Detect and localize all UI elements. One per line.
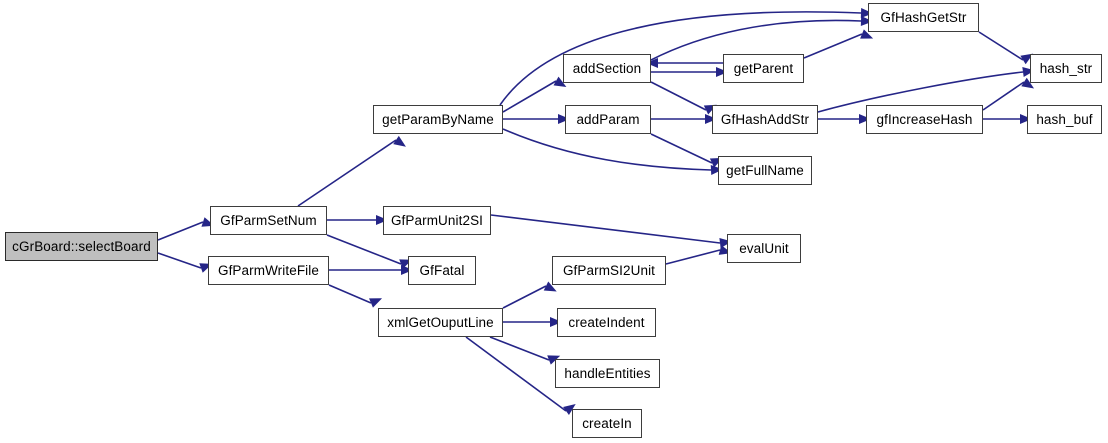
edge-GfParmSetNum-to-getParamByName	[297, 135, 406, 207]
graph-node-gfIncreaseHash[interactable]: gfIncreaseHash	[866, 105, 983, 134]
edge-GfParmSetNum-to-GfFatal	[326, 234, 413, 269]
graph-node-label: addSection	[572, 60, 642, 76]
edge-xmlGetOuputLine-to-handleEntities	[489, 336, 561, 365]
edge-addSection-to-GfHashAddStr	[650, 81, 717, 115]
edge-arrowhead	[369, 298, 383, 308]
graph-node-label: xmlGetOuputLine	[387, 314, 494, 330]
graph-node-hash_buf[interactable]: hash_buf	[1027, 105, 1102, 134]
graph-node-createIndent[interactable]: createIndent	[557, 308, 656, 337]
graph-node-label: addParam	[576, 111, 640, 127]
edge-GfHashAddStr-to-gfIncreaseHash	[818, 114, 871, 124]
edge-addSection-to-getParent	[651, 67, 728, 77]
graph-node-label: hash_str	[1039, 60, 1093, 76]
graph-node-GfParmSI2Unit[interactable]: GfParmSI2Unit	[552, 256, 666, 285]
graph-node-createIn[interactable]: createIn	[572, 409, 642, 438]
graph-node-label: GfParmSI2Unit	[562, 262, 656, 278]
graph-node-xmlGetOuputLine[interactable]: xmlGetOuputLine	[378, 308, 503, 337]
graph-node-GfParmSetNum[interactable]: GfParmSetNum	[210, 206, 327, 235]
graph-node-label: gfIncreaseHash	[876, 111, 973, 127]
graph-node-label: getFullName	[726, 162, 804, 178]
graph-node-label: cGrBoard::selectBoard	[12, 238, 151, 254]
graph-node-label: createIndent	[568, 314, 645, 330]
edge-getParamByName-to-addParam	[503, 114, 570, 124]
edge-GfParmWriteFile-to-xmlGetOuputLine	[328, 284, 383, 308]
edge-getParamByName-to-addSection	[502, 76, 567, 113]
edge-selectBoard-to-GfParmWriteFile	[157, 252, 213, 273]
graph-node-label: handleEntities	[564, 365, 651, 381]
edge-GfHashGetStr-to-hash_str	[978, 31, 1034, 65]
graph-node-GfParmWriteFile[interactable]: GfParmWriteFile	[208, 256, 329, 285]
graph-node-getFullName[interactable]: getFullName	[718, 156, 812, 185]
graph-node-label: GfHashAddStr	[720, 111, 810, 127]
graph-node-label: GfFatal	[419, 262, 465, 278]
graph-node-label: GfParmSetNum	[220, 212, 317, 228]
graph-node-label: getParamByName	[382, 111, 494, 127]
edge-getParent-to-addSection	[646, 58, 723, 68]
edge-gfIncreaseHash-to-hash_buf	[983, 114, 1032, 124]
graph-node-getParent[interactable]: getParent	[723, 54, 804, 83]
graph-node-label: evalUnit	[739, 240, 789, 256]
graph-node-label: getParent	[733, 60, 794, 76]
graph-node-label: hash_buf	[1036, 111, 1093, 127]
edge-GfParmSetNum-to-GfParmUnit2SI	[327, 215, 388, 225]
graph-node-GfHashAddStr[interactable]: GfHashAddStr	[712, 105, 818, 134]
graph-node-GfParmUnit2SI[interactable]: GfParmUnit2SI	[383, 206, 491, 235]
edge-GfParmSI2Unit-to-evalUnit	[665, 245, 732, 265]
edge-xmlGetOuputLine-to-GfParmSI2Unit	[502, 281, 557, 309]
graph-node-label: GfParmUnit2SI	[390, 212, 484, 228]
edge-GfParmWriteFile-to-GfFatal	[329, 265, 413, 275]
graph-node-getParamByName[interactable]: getParamByName	[373, 105, 503, 134]
graph-node-label: GfParmWriteFile	[217, 262, 319, 278]
edge-GfParmUnit2SI-to-evalUnit	[490, 214, 732, 248]
graph-node-label: GfHashGetStr	[880, 9, 967, 25]
graph-node-hash_str[interactable]: hash_str	[1030, 54, 1102, 83]
edge-getParamByName-to-getFullName	[502, 128, 723, 175]
edge-addParam-to-GfHashAddStr	[651, 114, 717, 124]
edge-arrowhead	[393, 135, 406, 147]
graph-node-selectBoard[interactable]: cGrBoard::selectBoard	[5, 232, 158, 261]
edge-getParent-to-GfHashGetStr	[803, 29, 874, 59]
graph-node-addSection[interactable]: addSection	[563, 54, 651, 83]
graph-node-evalUnit[interactable]: evalUnit	[727, 234, 801, 263]
graph-node-addParam[interactable]: addParam	[565, 105, 651, 134]
edge-selectBoard-to-GfParmSetNum	[157, 217, 215, 241]
graph-node-GfHashGetStr[interactable]: GfHashGetStr	[868, 3, 979, 32]
edge-getParamByName-to-GfHashGetStr	[499, 8, 873, 106]
graph-node-label: createIn	[582, 415, 632, 431]
graph-node-handleEntities[interactable]: handleEntities	[555, 359, 660, 388]
edge-addParam-to-getFullName	[650, 133, 723, 168]
edge-xmlGetOuputLine-to-createIndent	[503, 317, 562, 327]
graph-node-GfFatal[interactable]: GfFatal	[408, 256, 476, 285]
